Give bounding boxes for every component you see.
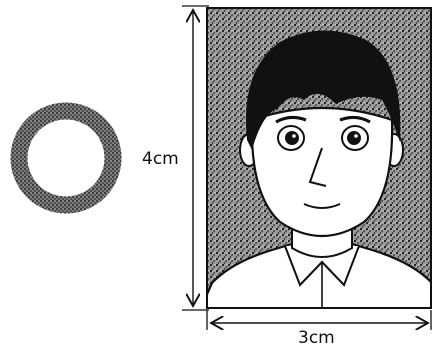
width-label: 3cm — [298, 330, 335, 347]
width-dimension — [207, 310, 431, 330]
ring-symbol — [19, 111, 113, 205]
height-dimension — [182, 6, 209, 310]
height-label: 4cm — [142, 151, 179, 168]
id-photo — [200, 8, 434, 310]
